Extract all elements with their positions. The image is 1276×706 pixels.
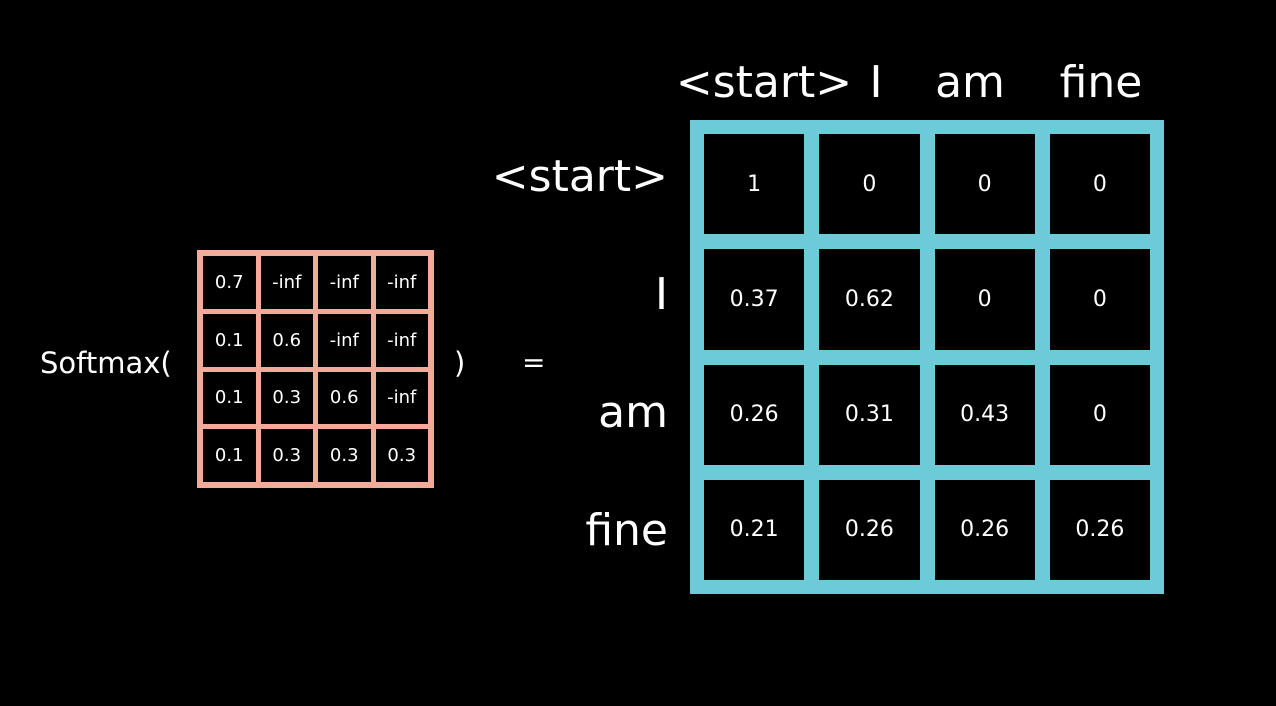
softmax-label: Softmax( <box>40 346 172 380</box>
input-cell: -inf <box>318 313 371 367</box>
output-cell: 0 <box>1049 134 1150 235</box>
input-cell: 0.6 <box>318 371 371 425</box>
output-cell: 0.37 <box>704 249 805 350</box>
column-label: fine <box>1059 57 1143 108</box>
row-label: <start> <box>491 151 668 202</box>
output-cell: 0 <box>1049 249 1150 350</box>
input-cell: -inf <box>375 256 428 309</box>
output-cell: 0 <box>934 249 1035 350</box>
input-cell: -inf <box>318 256 371 309</box>
input-cell: 0.3 <box>260 371 313 425</box>
output-matrix: 1 0 0 0 0.37 0.62 0 0 0.26 0.31 0.43 0 0… <box>690 120 1164 594</box>
input-cell: 0.1 <box>203 371 256 425</box>
output-cell: 0.26 <box>1049 479 1150 580</box>
equals-sign: = <box>522 346 546 379</box>
input-cell: 0.3 <box>318 429 371 482</box>
output-cell: 0.21 <box>704 479 805 580</box>
input-cell: -inf <box>260 256 313 309</box>
output-cell: 0 <box>934 134 1035 235</box>
input-cell: 0.3 <box>260 429 313 482</box>
column-label: I <box>869 57 883 108</box>
input-cell: 0.7 <box>203 256 256 309</box>
output-cell: 0.26 <box>704 364 805 465</box>
output-cell: 0.43 <box>934 364 1035 465</box>
output-cell: 1 <box>704 134 805 235</box>
output-cell: 0.26 <box>819 479 920 580</box>
input-matrix: 0.7 -inf -inf -inf 0.1 0.6 -inf -inf 0.1… <box>197 250 434 488</box>
input-cell: -inf <box>375 371 428 425</box>
input-cell: 0.6 <box>260 313 313 367</box>
input-cell: 0.1 <box>203 429 256 482</box>
column-label: am <box>935 57 1005 108</box>
output-cell: 0 <box>1049 364 1150 465</box>
input-cell: 0.1 <box>203 313 256 367</box>
row-label: fine <box>585 505 668 556</box>
row-label: am <box>598 387 668 438</box>
input-cell: -inf <box>375 313 428 367</box>
output-cell: 0.62 <box>819 249 920 350</box>
output-cell: 0 <box>819 134 920 235</box>
output-cell: 0.31 <box>819 364 920 465</box>
column-label: <start> <box>675 57 853 108</box>
row-label: I <box>655 269 668 320</box>
output-cell: 0.26 <box>934 479 1035 580</box>
close-paren: ) <box>454 346 466 380</box>
input-cell: 0.3 <box>375 429 428 482</box>
